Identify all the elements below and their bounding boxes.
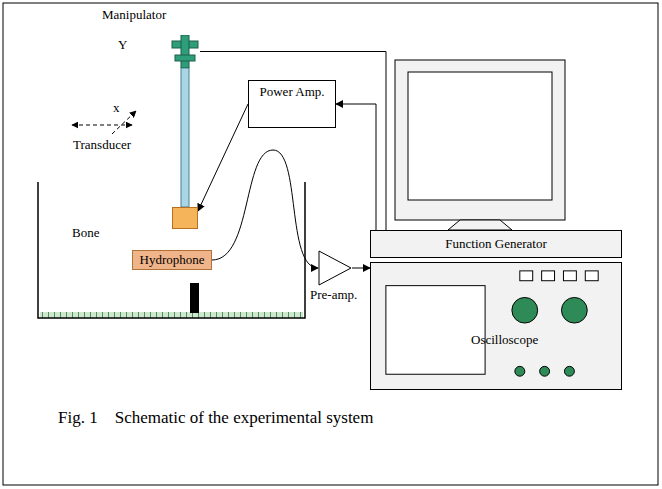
manipulator: Manipulator [170,35,200,68]
node-label: Power Amp. [260,85,325,100]
oscilloscope-icon [371,263,621,389]
scope-button [585,271,598,281]
scope-socket [515,366,525,376]
manipulator-icon [170,35,200,68]
node-label: Manipulator [102,8,166,23]
figure-frame [3,3,658,485]
tank-bottom [40,312,303,318]
part-label: Bone [72,226,99,241]
node-label: Pre-amp. [310,288,357,303]
transducer-rod [181,68,189,207]
hydrophone-probe [190,283,199,313]
monitor-stand [448,220,512,230]
monitor-screen [408,72,552,200]
signal-wire [352,268,370,269]
scope-button [542,271,555,281]
axis-label: x [113,101,120,116]
scope-knob [561,297,587,323]
scope-socket [540,366,550,376]
pre-amplifier-icon [318,250,352,286]
monitor [395,60,565,220]
manipulator-stem [181,35,189,68]
scope-socket [564,366,574,376]
node-label: Oscilloscope [471,333,538,348]
node-label: Transducer [73,138,131,153]
axis-label: Y [118,38,127,53]
water-tank [38,182,305,318]
bone-sample: Hydrophone [132,250,212,270]
scope-button [520,271,533,281]
node-label: Hydrophone [140,253,205,268]
signal-wire [212,150,318,268]
scope-screen [386,286,485,375]
figure-caption: Fig. 1 Schematic of the experimental sys… [58,408,373,428]
function-generator: Function Generator [370,230,622,258]
scope-button [563,271,576,281]
scope-knob [512,297,538,323]
signal-wire [198,104,248,211]
node-label: Function Generator [445,237,546,252]
transducer: Transducer [172,207,198,229]
motion-arrow [72,125,132,126]
pre-amplifier: Pre-amp. [318,250,352,286]
manipulator-clamp [175,55,195,61]
oscilloscope: Oscilloscope [370,262,622,390]
amplifier-triangle [319,251,351,285]
signal-wire [336,104,376,230]
power-amplifier: Power Amp. [248,80,336,128]
